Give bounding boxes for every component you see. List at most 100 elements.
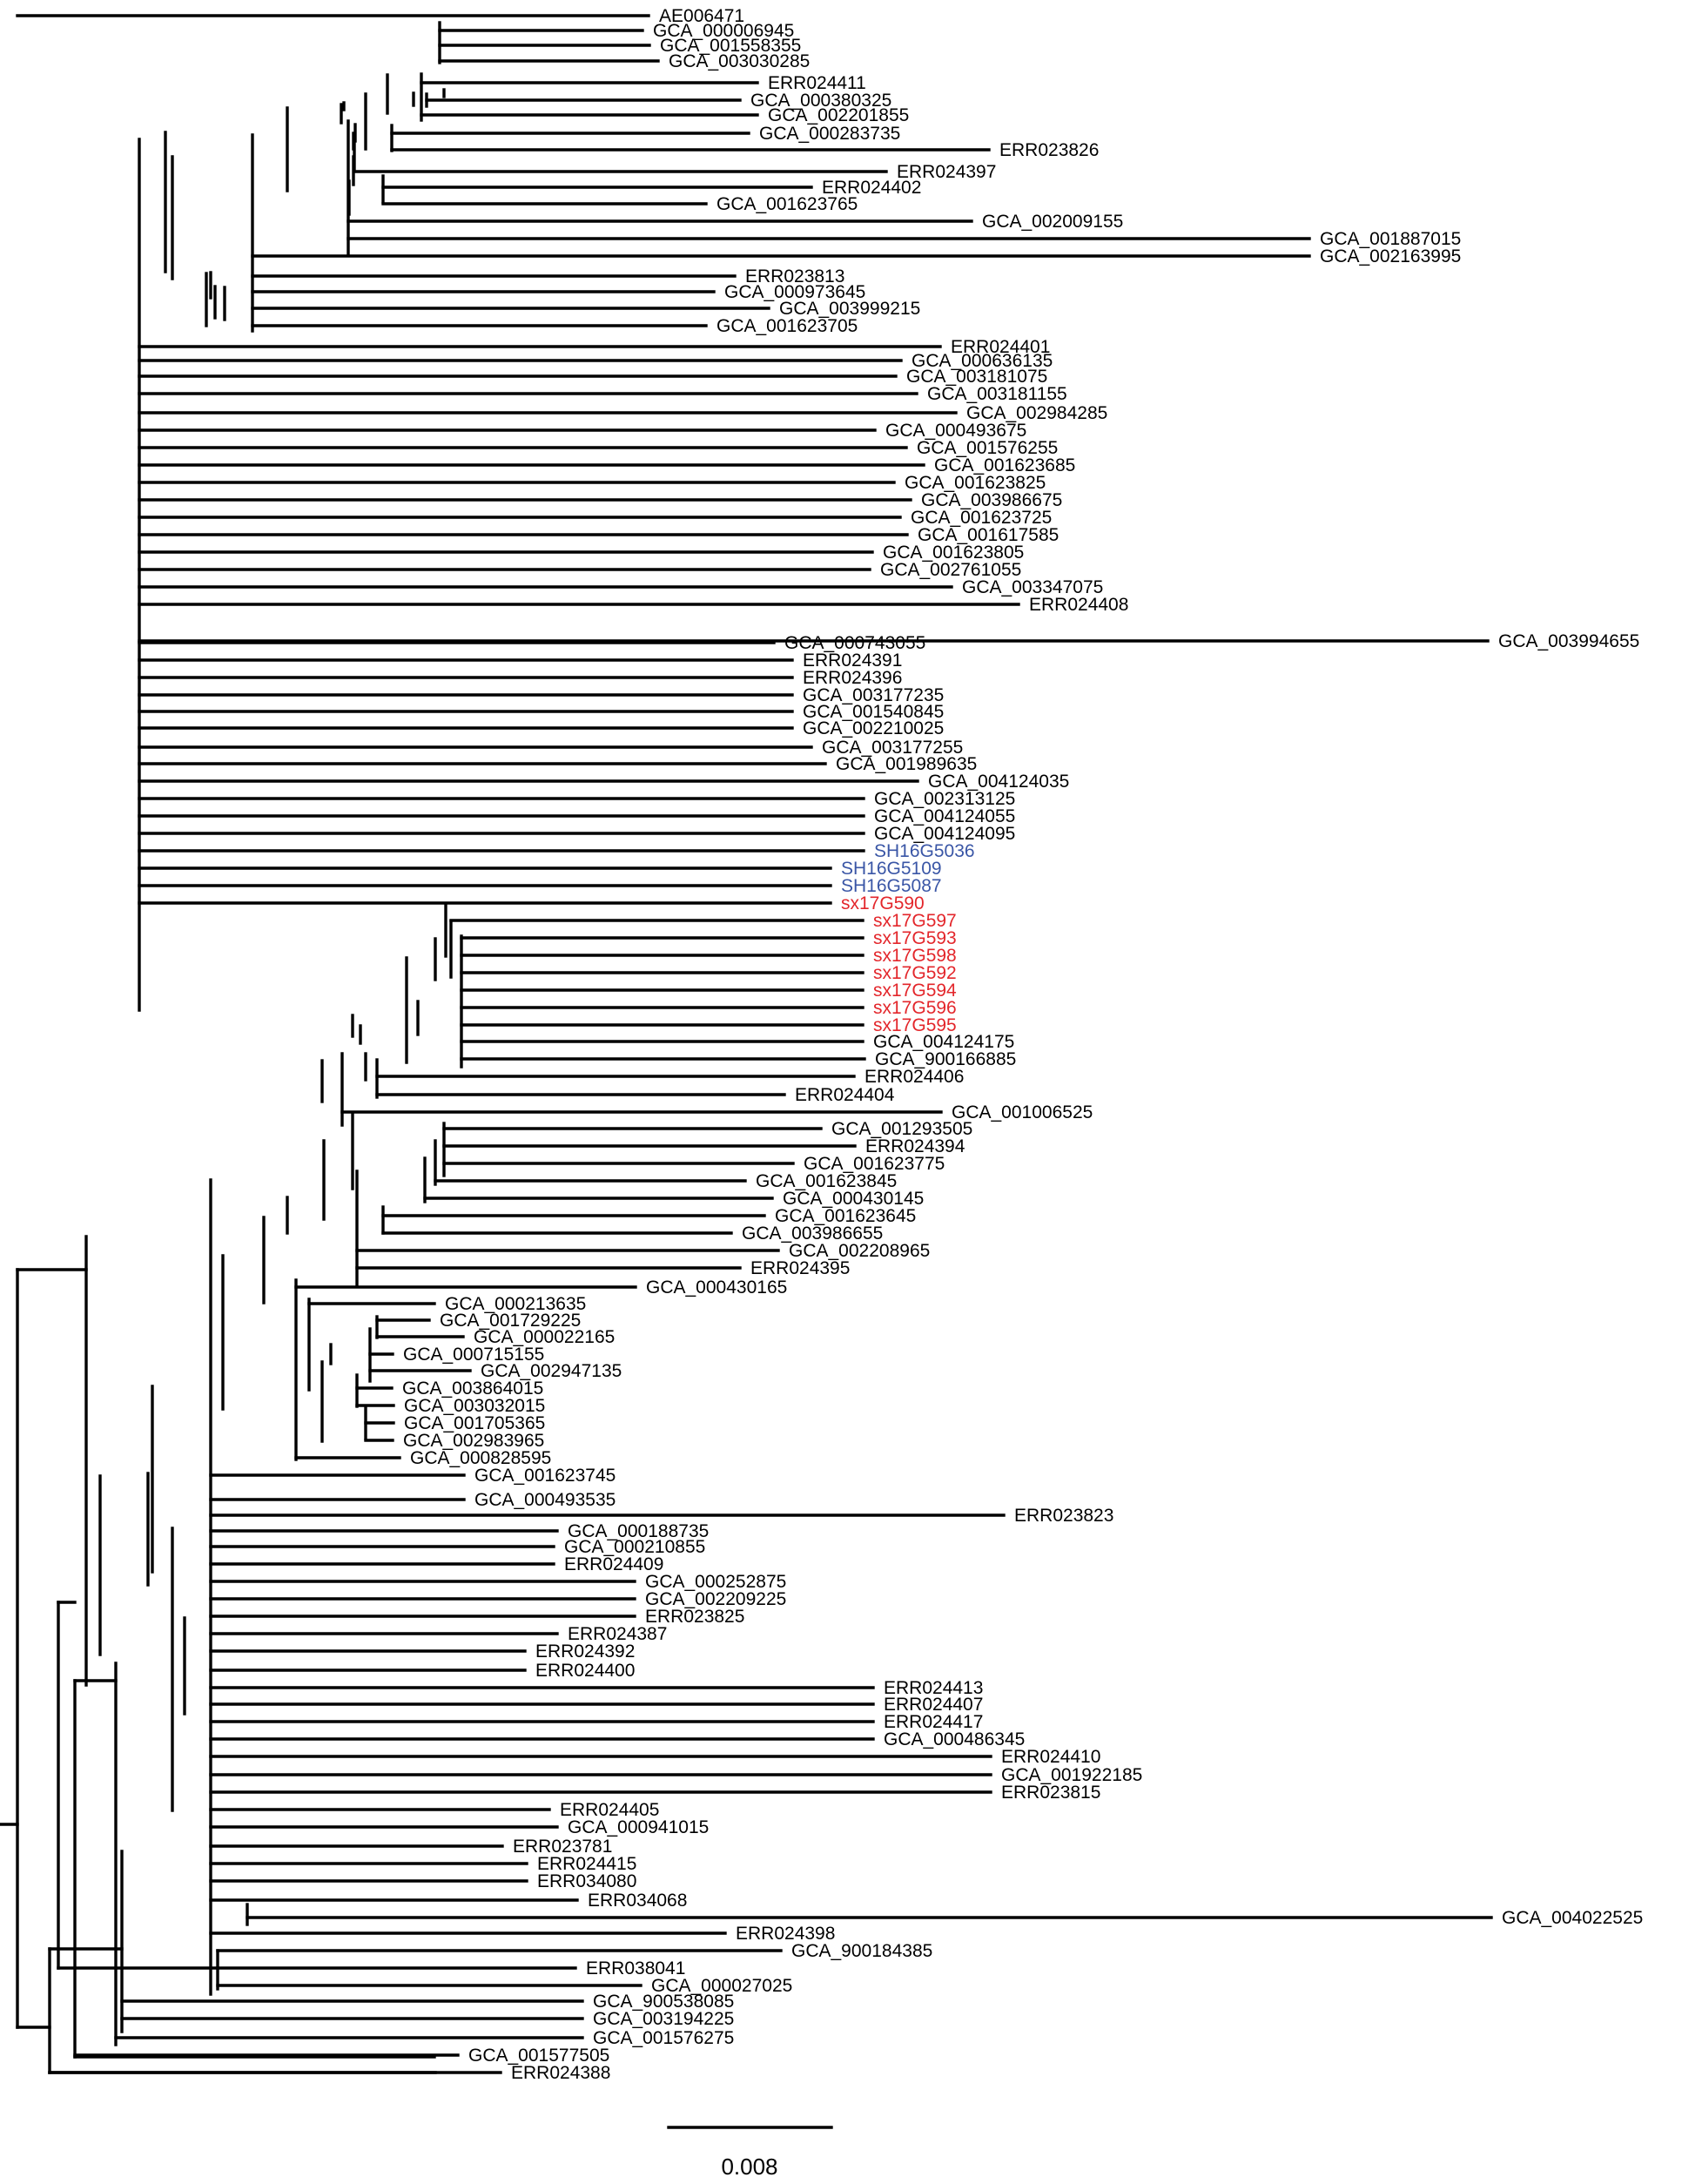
tip-label: GCA_000828595	[410, 1448, 551, 1468]
tip-label: GCA_001623705	[716, 316, 858, 336]
tip-label: GCA_003030285	[669, 51, 810, 71]
tip-label: ERR024398	[736, 1924, 835, 1944]
tip-label: ERR024415	[537, 1854, 636, 1874]
tip-label: GCA_003986655	[742, 1223, 883, 1244]
tip-label: sx17G596	[873, 998, 957, 1018]
tip-label: ERR024396	[803, 668, 902, 688]
tip-label: GCA_001293505	[831, 1119, 972, 1139]
tip-label: sx17G595	[873, 1015, 957, 1035]
tip-label: GCA_000493535	[474, 1490, 616, 1510]
tip-label: GCA_001705365	[404, 1413, 545, 1433]
tip-label: GCA_000430165	[646, 1277, 787, 1298]
tip-label: ERR023823	[1014, 1506, 1113, 1526]
tip-label: GCA_002983965	[403, 1431, 544, 1451]
tip-label: ERR024388	[511, 2063, 610, 2083]
tip-label: GCA_003194225	[593, 2009, 734, 2029]
tip-label: GCA_002209225	[645, 1589, 786, 1609]
tip-label: GCA_000210855	[564, 1537, 705, 1557]
tip-label: sx17G594	[873, 981, 957, 1001]
tip-label: ERR034068	[588, 1891, 687, 1911]
tip-label: GCA_004124175	[873, 1032, 1014, 1052]
tip-label: GCA_002208965	[789, 1241, 930, 1261]
tip-label: GCA_000743055	[784, 633, 925, 653]
tip-label: ERR023813	[745, 266, 844, 286]
tip-label: ERR024402	[822, 178, 921, 198]
tip-label: sx17G593	[873, 928, 957, 948]
tip-label: GCA_003986675	[921, 490, 1062, 510]
tip-label: GCA_002984285	[966, 403, 1107, 423]
tip-label: GCA_002313125	[874, 789, 1015, 809]
tip-label: sx17G598	[873, 946, 957, 966]
tip-label: GCA_004124095	[874, 824, 1015, 844]
tip-label: ERR024409	[564, 1554, 663, 1574]
tip-label: GCA_001623745	[474, 1466, 616, 1486]
tip-label: SH16G5087	[841, 876, 942, 896]
tip-label: GCA_000022165	[474, 1327, 615, 1347]
tip-label: SH16G5036	[874, 841, 975, 861]
tip-label: GCA_003347075	[962, 577, 1103, 597]
tip-label: GCA_002009155	[982, 212, 1123, 232]
tip-label: GCA_002201855	[768, 105, 909, 125]
tip-label: ERR024408	[1029, 595, 1128, 615]
tip-label: ERR024391	[803, 650, 902, 671]
tip-label: ERR023781	[513, 1837, 612, 1857]
tip-label: GCA_000430145	[783, 1189, 924, 1209]
tip-label: sx17G592	[873, 963, 957, 983]
tip-label: GCA_001623805	[883, 543, 1024, 563]
tip-label: AE006471	[659, 6, 744, 26]
tip-label: ERR024413	[884, 1678, 983, 1698]
tip-label: ERR034080	[537, 1871, 636, 1891]
tip-label: ERR024401	[951, 337, 1050, 357]
tip-label: GCA_003181155	[927, 384, 1067, 404]
tip-label: GCA_002947135	[481, 1361, 622, 1381]
tip-label: SH16G5109	[841, 859, 942, 879]
tip-label: GCA_001558355	[660, 36, 801, 56]
tip-label: GCA_001623725	[911, 508, 1052, 528]
tip-label: ERR024400	[535, 1661, 635, 1681]
tip-label: ERR024397	[897, 162, 996, 182]
tip-label: GCA_000252875	[645, 1572, 786, 1592]
tip-label: GCA_003032015	[404, 1396, 545, 1416]
tip-label: GCA_004124035	[928, 772, 1069, 792]
tip-label: GCA_001006525	[952, 1102, 1093, 1122]
scale-bar-label: 0.008	[721, 2154, 777, 2180]
tip-label: GCA_000213635	[445, 1294, 586, 1314]
tip-label: GCA_003181075	[906, 367, 1047, 387]
tip-label: GCA_003994655	[1498, 631, 1639, 651]
tip-label: GCA_001729225	[440, 1311, 581, 1331]
tip-label: sx17G597	[873, 911, 957, 931]
tree-branches	[0, 14, 1493, 2074]
tip-label: ERR024394	[865, 1136, 965, 1156]
tip-label: GCA_001623775	[804, 1154, 945, 1174]
tip-label: GCA_001922185	[1001, 1765, 1142, 1785]
tip-label: GCA_003999215	[779, 299, 920, 319]
tip-label: GCA_900538085	[593, 1992, 734, 2012]
tip-label: ERR024406	[864, 1067, 964, 1087]
tip-label: GCA_000188735	[568, 1521, 709, 1541]
tip-label: ERR024392	[535, 1641, 635, 1662]
tip-label: GCA_001540845	[803, 702, 944, 722]
tip-label: sx17G590	[841, 893, 925, 913]
tip-label: GCA_001623765	[716, 194, 858, 214]
tip-label: GCA_000493675	[885, 421, 1026, 441]
tip-label: ERR038041	[586, 1958, 685, 1978]
tip-label: GCA_001623645	[775, 1206, 916, 1226]
tip-label: ERR024407	[884, 1695, 983, 1715]
tip-label: GCA_000283735	[759, 124, 900, 144]
tip-label: GCA_002761055	[880, 560, 1021, 580]
tip-label: GCA_000715155	[403, 1345, 544, 1365]
tip-label: GCA_001576255	[917, 438, 1058, 458]
tip-label: ERR023825	[645, 1607, 744, 1627]
tip-label: GCA_000486345	[884, 1729, 1025, 1749]
tip-label: GCA_001623685	[934, 455, 1075, 475]
tip-label: GCA_000380325	[750, 91, 891, 111]
tip-label: GCA_001623845	[756, 1171, 897, 1191]
tip-label: GCA_000636135	[912, 351, 1053, 371]
tip-label: ERR023826	[999, 140, 1099, 160]
tip-label: ERR024395	[750, 1258, 850, 1278]
tip-label: GCA_001989635	[836, 754, 977, 774]
tip-label: ERR024404	[795, 1085, 895, 1105]
tip-label: GCA_001577505	[468, 2046, 609, 2066]
scale-bar: 0.008	[667, 2126, 833, 2180]
